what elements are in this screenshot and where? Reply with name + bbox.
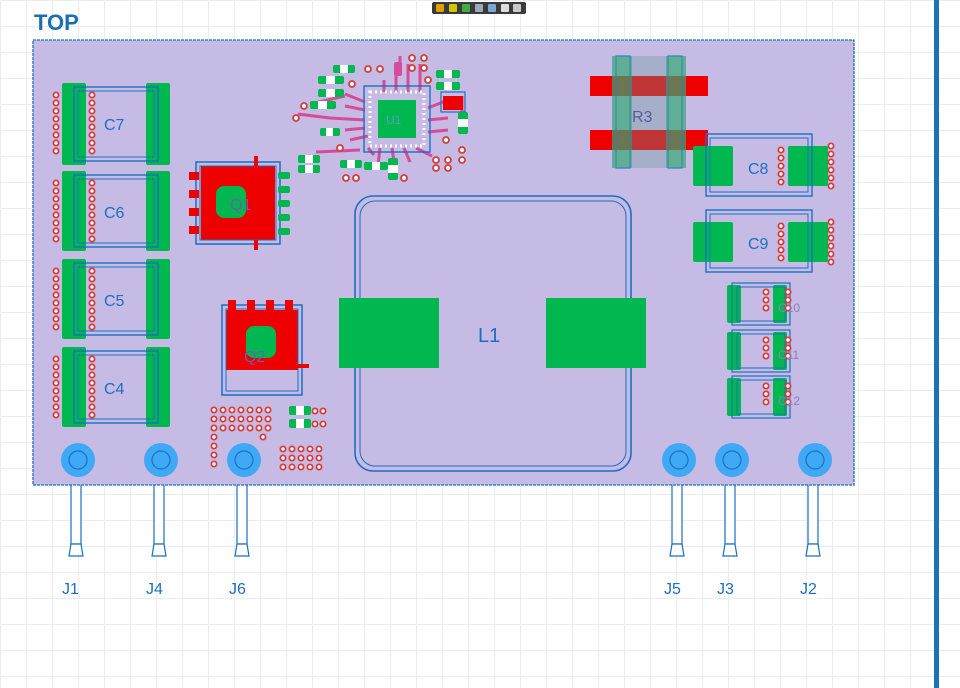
label-c4: C4: [104, 381, 125, 398]
capacitor-c7[interactable]: [62, 83, 170, 165]
via-grid-q2: [210, 406, 327, 471]
label-c8: C8: [748, 161, 769, 178]
label-c5: C5: [104, 293, 125, 310]
label-j5: J5: [664, 581, 681, 598]
small-passives-q2[interactable]: [289, 406, 311, 428]
component-icon[interactable]: [449, 4, 458, 12]
label-l1: L1: [478, 325, 500, 347]
route-icon[interactable]: [462, 4, 471, 12]
label-q2: Q2: [244, 349, 265, 366]
via-column-small-caps: [762, 288, 792, 406]
pad-j4: [144, 443, 178, 477]
label-c7: C7: [104, 117, 125, 134]
label-c10: C10: [778, 301, 800, 315]
label-q1: Q1: [230, 197, 251, 214]
right-panel-edge[interactable]: [934, 0, 939, 688]
resistor-r3[interactable]: [590, 55, 708, 169]
select-icon[interactable]: [436, 4, 445, 12]
via-column-right: [777, 142, 835, 266]
chart-icon[interactable]: [474, 4, 483, 12]
label-j1: J1: [62, 581, 79, 598]
mosfet-q1[interactable]: [189, 156, 290, 250]
label-c6: C6: [104, 205, 125, 222]
pad-j3: [715, 443, 749, 477]
u1-vias: [292, 54, 466, 182]
capacitor-c10[interactable]: [727, 282, 791, 326]
pad-j2: [798, 443, 832, 477]
label-u1: U1: [386, 113, 402, 127]
u1-passives[interactable]: [298, 65, 468, 180]
label-j6: J6: [229, 581, 246, 598]
capacitor-c4[interactable]: [62, 347, 170, 427]
label-r3: R3: [632, 109, 653, 126]
label-c9: C9: [748, 236, 769, 253]
ic-u1[interactable]: [297, 56, 466, 169]
pencil-icon[interactable]: [513, 4, 522, 12]
connector-pads[interactable]: [61, 443, 832, 477]
floating-toolbar[interactable]: [432, 2, 526, 14]
label-j4: J4: [146, 581, 163, 598]
capacitor-c8[interactable]: [693, 133, 828, 197]
layer-icon[interactable]: [500, 4, 509, 12]
capacitor-c11[interactable]: [727, 329, 791, 373]
label-j3: J3: [717, 581, 734, 598]
label-c12: C12: [778, 394, 800, 408]
label-c11: C11: [778, 348, 799, 362]
pad-j5: [662, 443, 696, 477]
layer-title: TOP: [34, 10, 79, 35]
mosfet-q2[interactable]: [221, 300, 309, 396]
capacitor-c6[interactable]: [62, 171, 170, 251]
capacitor-c12[interactable]: [727, 375, 791, 419]
via-column-left: [52, 91, 96, 419]
capacitor-c5[interactable]: [62, 259, 170, 339]
measure-icon[interactable]: [487, 4, 496, 12]
pad-j1: [61, 443, 95, 477]
capacitor-c9[interactable]: [693, 209, 828, 273]
pin-j1: [68, 469, 84, 557]
pad-j6: [227, 443, 261, 477]
inductor-l1[interactable]: [339, 195, 646, 472]
label-j2: J2: [800, 581, 817, 598]
